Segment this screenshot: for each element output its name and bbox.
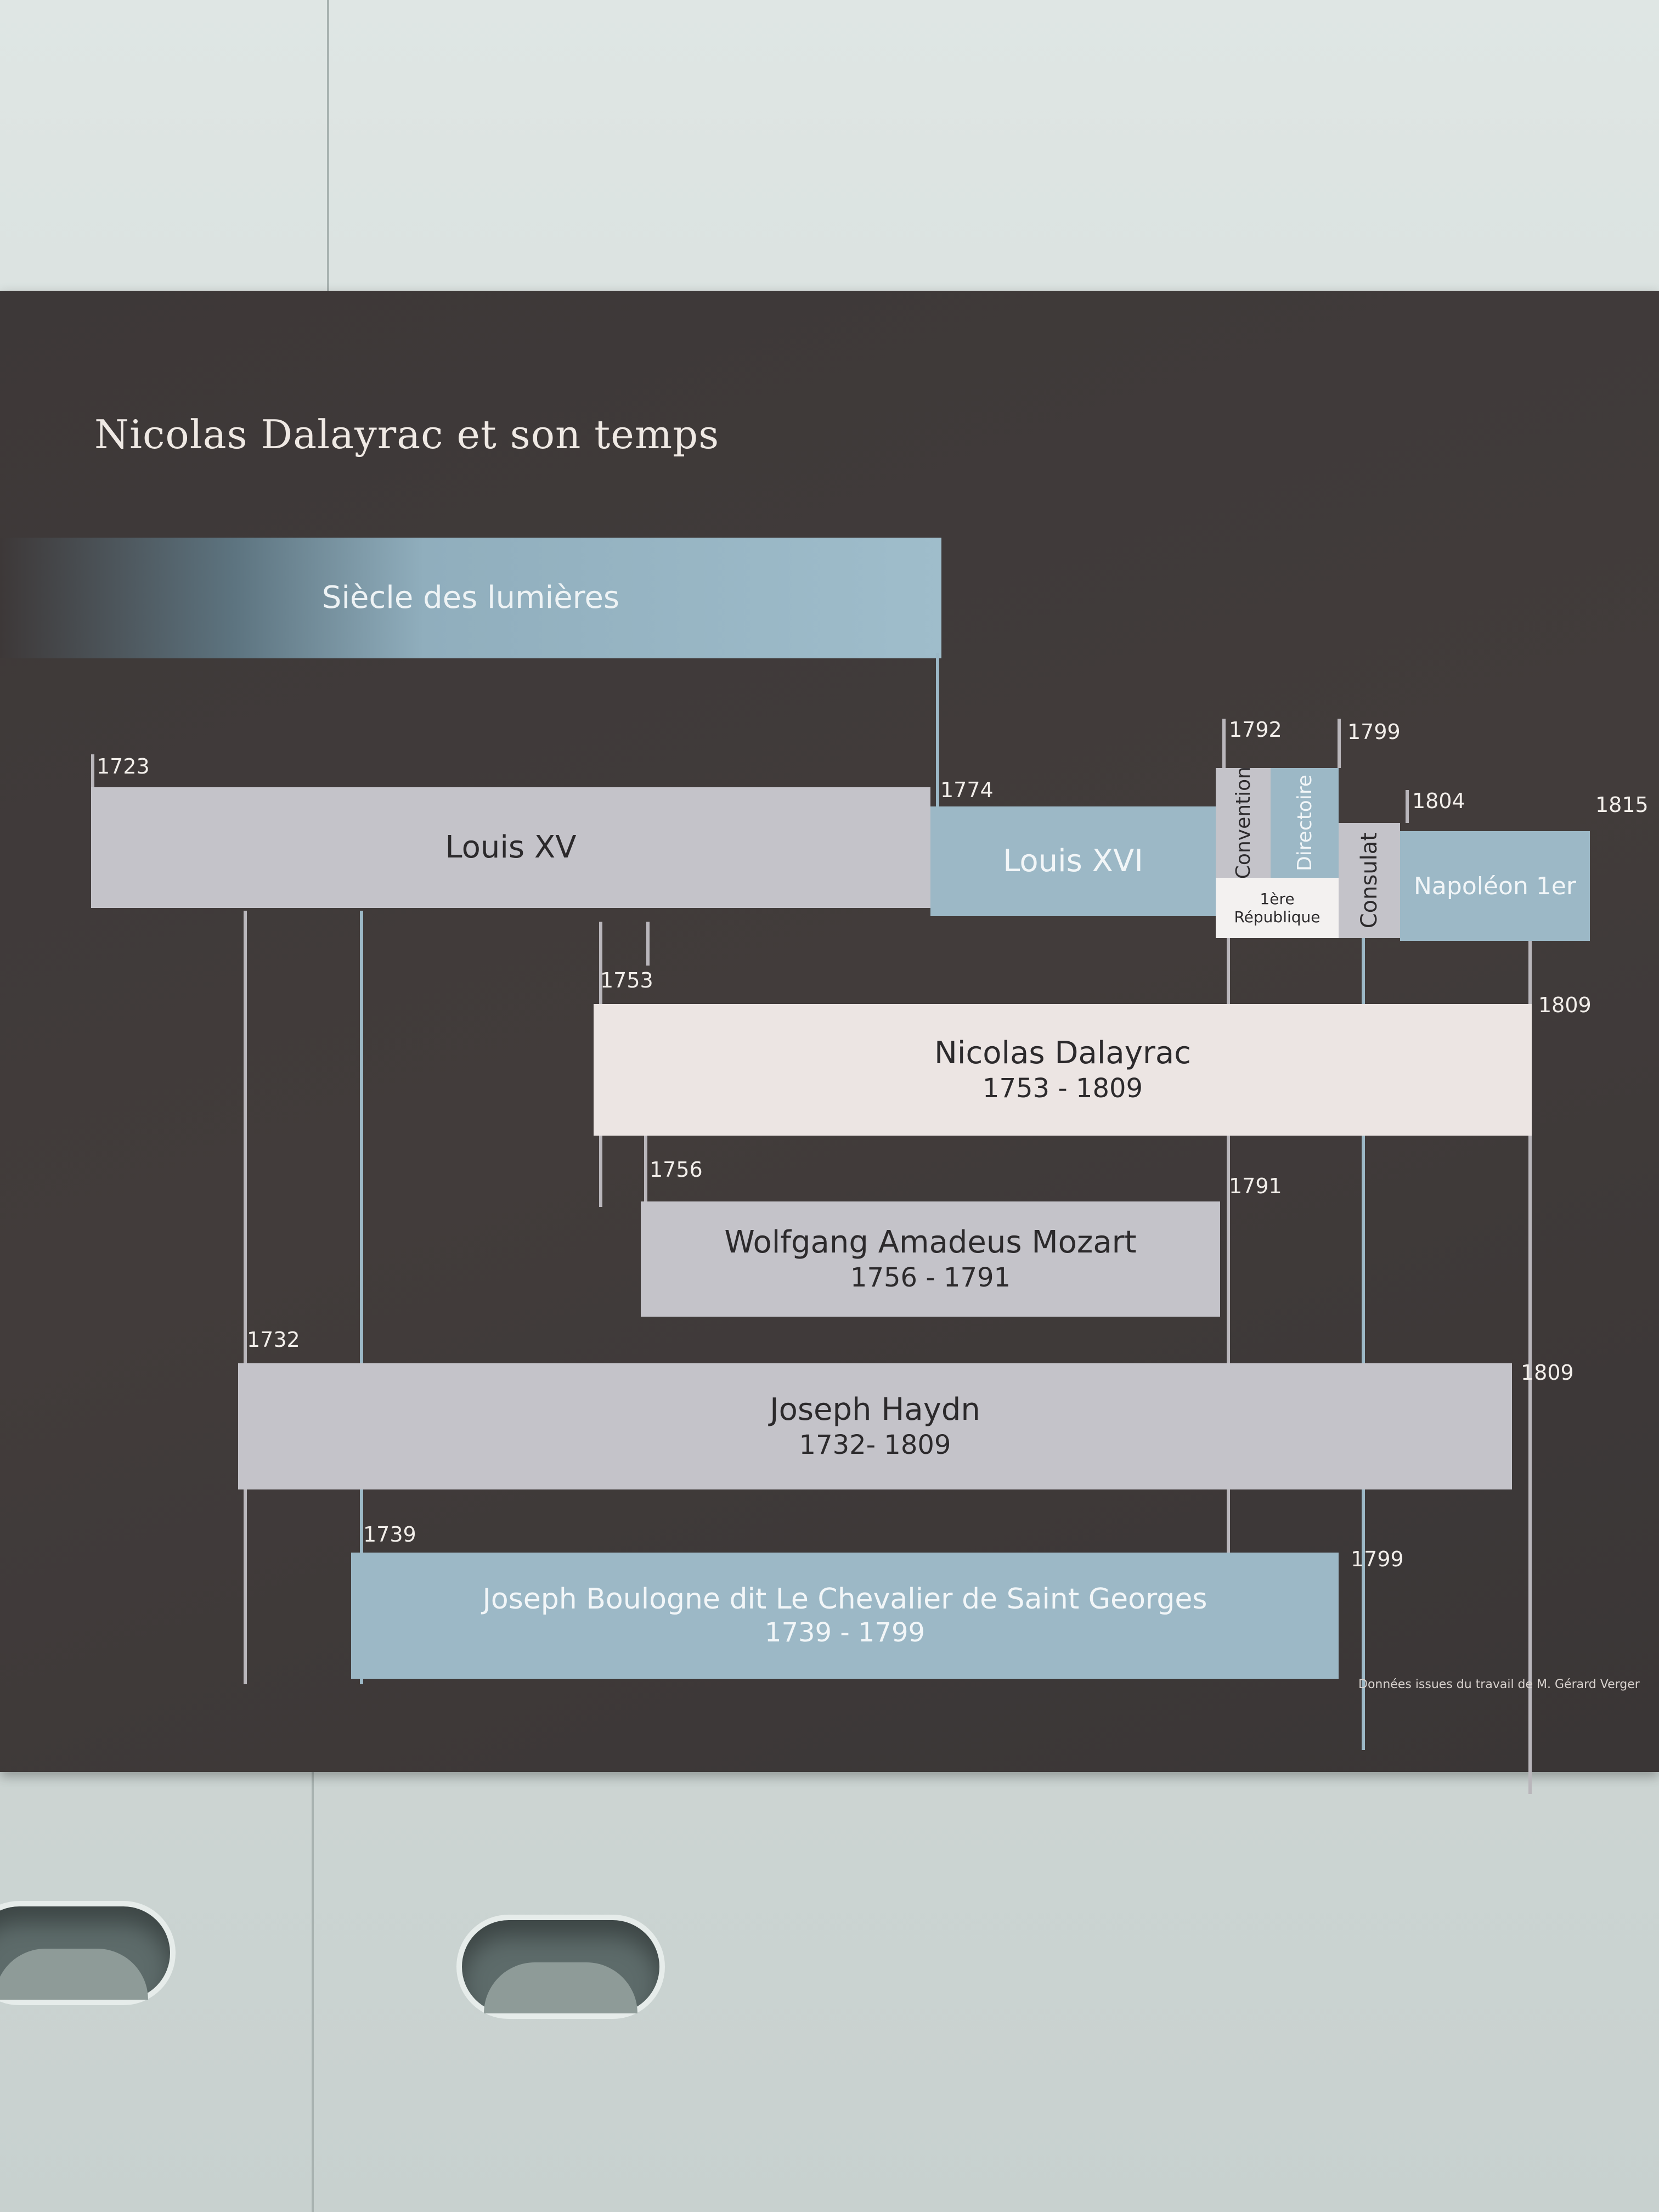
person-name: Nicolas Dalayrac — [934, 1035, 1191, 1071]
connector-line — [244, 911, 247, 1684]
connector-line — [360, 911, 363, 1684]
connector-line — [1338, 719, 1341, 768]
year-label: 1739 — [363, 1522, 416, 1547]
era-convention-label: Convention — [1232, 766, 1255, 879]
person-haydn: Joseph Haydn 1732- 1809 — [238, 1363, 1512, 1489]
era-napoleon: Napoléon 1er — [1400, 831, 1590, 941]
board-title: Nicolas Dalayrac et son temps — [94, 411, 720, 458]
era-consulat: Consulat — [1339, 823, 1400, 938]
connector-line — [644, 1136, 647, 1201]
era-consulat-label: Consulat — [1357, 832, 1382, 929]
year-label: 1799 — [1351, 1547, 1404, 1571]
person-mozart: Wolfgang Amadeus Mozart 1756 - 1791 — [641, 1201, 1220, 1317]
connector-line — [1528, 933, 1532, 1794]
year-label: 1723 — [97, 754, 150, 778]
person-dates: 1753 - 1809 — [982, 1073, 1143, 1104]
era-louis-xv: Louis XV — [91, 787, 930, 908]
year-label: 1791 — [1229, 1174, 1282, 1198]
era-directoire-label: Directoire — [1293, 775, 1316, 871]
era-lumieres: Siècle des lumières — [0, 538, 941, 658]
person-name: Wolfgang Amadeus Mozart — [724, 1224, 1137, 1261]
era-napoleon-label: Napoléon 1er — [1414, 872, 1576, 900]
connector-line — [1406, 790, 1409, 823]
era-lumieres-label: Siècle des lumières — [321, 580, 620, 616]
connector-line — [1227, 933, 1230, 1591]
person-dates: 1732- 1809 — [799, 1429, 951, 1460]
person-name: Joseph Boulogne dit Le Chevalier de Sain… — [482, 1582, 1207, 1616]
person-dates: 1739 - 1799 — [764, 1617, 926, 1649]
person-saint-georges: Joseph Boulogne dit Le Chevalier de Sain… — [351, 1553, 1339, 1679]
wall-vent-hole — [0, 1901, 176, 2005]
era-louis-xvi-label: Louis XVI — [1003, 843, 1143, 879]
year-label: 1809 — [1521, 1361, 1574, 1385]
wall-seam — [312, 1772, 314, 2212]
connector-line — [91, 754, 94, 787]
connector-line — [936, 653, 939, 828]
year-label: 1756 — [650, 1158, 703, 1182]
year-label: 1792 — [1229, 718, 1282, 742]
era-louis-xv-label: Louis XV — [445, 830, 577, 866]
wall-seam — [327, 0, 329, 296]
wall-vent-hole — [456, 1915, 665, 2019]
era-louis-xvi: Louis XVI — [930, 806, 1216, 916]
year-label: 1753 — [600, 968, 653, 992]
person-dates: 1756 - 1791 — [850, 1262, 1011, 1293]
year-label: 1774 — [940, 778, 994, 802]
era-republique: 1ère République — [1216, 878, 1339, 938]
year-label: 1799 — [1347, 720, 1401, 744]
timeline-board: Nicolas Dalayrac et son temps Siècle des… — [0, 291, 1659, 1794]
connector-line — [646, 922, 650, 966]
era-convention: Convention — [1216, 766, 1271, 879]
person-name: Joseph Haydn — [770, 1392, 980, 1428]
connector-line — [1222, 719, 1226, 768]
era-directoire: Directoire — [1271, 768, 1339, 878]
person-dalayrac: Nicolas Dalayrac 1753 - 1809 — [594, 1004, 1532, 1136]
year-label: 1732 — [247, 1328, 300, 1352]
era-republique-label: 1ère République — [1234, 890, 1321, 926]
year-label: 1809 — [1538, 993, 1592, 1017]
data-credit: Données issues du travail de M. Gérard V… — [1358, 1678, 1640, 1691]
year-label: 1804 — [1412, 789, 1465, 813]
connector-line — [1362, 933, 1365, 1750]
year-label: 1815 — [1595, 793, 1649, 817]
